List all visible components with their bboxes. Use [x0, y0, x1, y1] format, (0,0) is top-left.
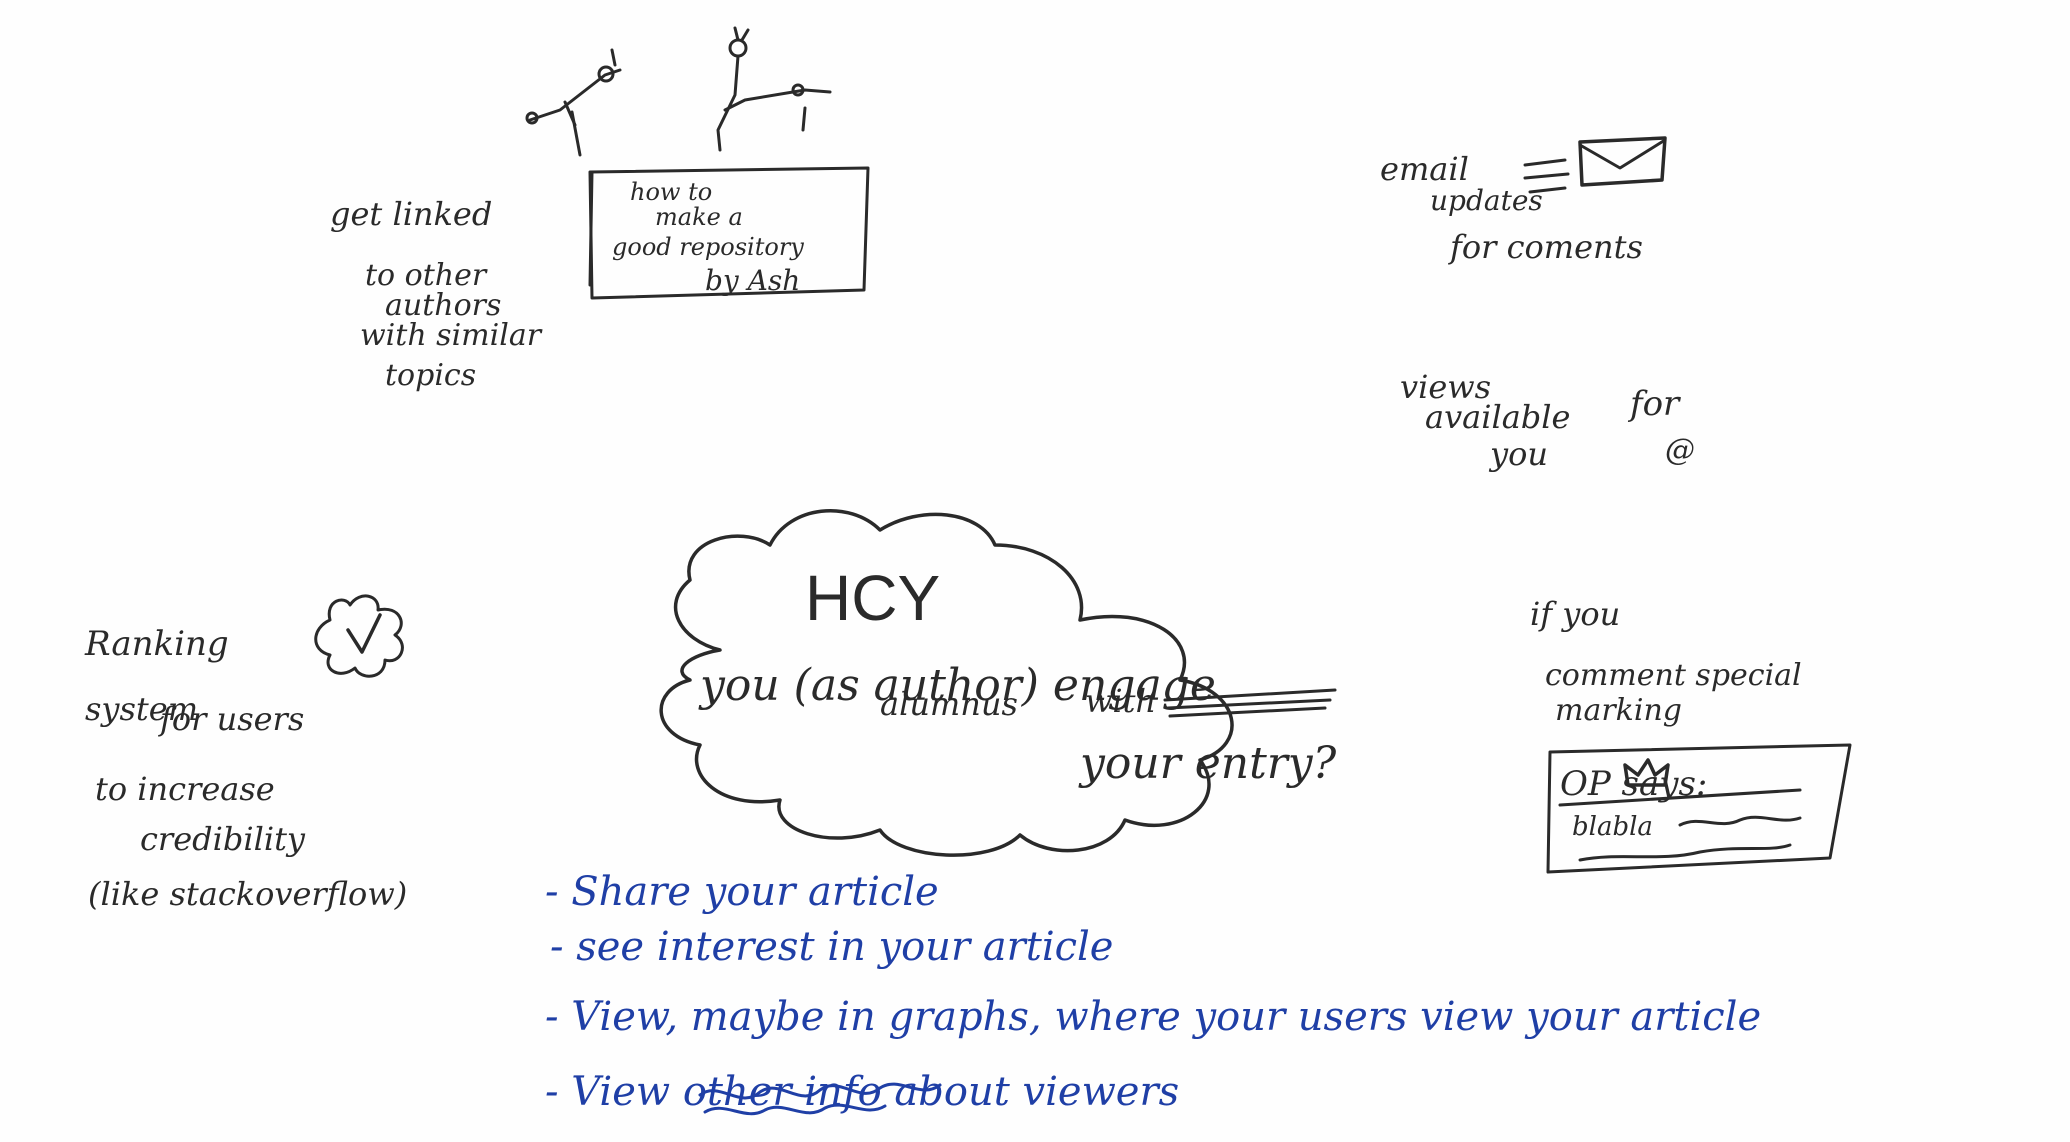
- linked-text-line-1: get linked: [330, 195, 492, 233]
- feature-bullet-list: - Share your article - see interest in y…: [545, 869, 1761, 1116]
- cloud-question-line-2: your entry?: [1078, 738, 1337, 789]
- ranking-text-line-1: Ranking: [84, 624, 229, 664]
- views-text-line-4: you: [1488, 435, 1548, 473]
- email-text-line-1: email: [1380, 150, 1469, 188]
- crossed-out-scribble: [698, 1082, 942, 1116]
- speed-lines: [1523, 158, 1570, 194]
- verified-badge-icon: [314, 594, 404, 678]
- ranking-text-line-4: to increase: [95, 770, 275, 808]
- ranking-text-line-2: system: [85, 690, 198, 728]
- op-marking-group: if you comment special marking OP says: …: [1530, 595, 1852, 874]
- email-text-line-3: for coments: [1448, 228, 1643, 266]
- cloud-with: with: [1085, 682, 1156, 720]
- article-card-line-3: good repository: [612, 233, 804, 261]
- ranking-text-line-5: credibility: [140, 820, 306, 858]
- article-card: how to make a good repository by Ash: [588, 166, 870, 300]
- email-updates-group: email updates for coments: [1380, 136, 1667, 266]
- cloud-outline: [659, 509, 1234, 857]
- bullet-3: - View, maybe in graphs, where your user…: [545, 994, 1761, 1040]
- linked-text-line-4: with similar: [360, 318, 543, 353]
- linked-authors-group: how to make a good repository by Ash get…: [330, 26, 870, 393]
- bullet-1: - Share your article: [545, 869, 939, 915]
- central-cloud: HCY you (as author) engage alumnus with …: [659, 509, 1337, 857]
- article-card-line-4: by Ash: [705, 264, 800, 297]
- comment-body: blabla: [1572, 812, 1653, 842]
- views-at-icon: @: [1665, 433, 1695, 468]
- crossed-out-text: [1163, 688, 1337, 718]
- bullet-2: - see interest in your article: [550, 924, 1113, 970]
- views-available-group: views available for you @: [1400, 368, 1695, 473]
- op-text-line-3: marking: [1555, 693, 1682, 728]
- views-text-line-2: available: [1425, 398, 1570, 436]
- linked-text-line-3: authors: [385, 288, 501, 323]
- cloud-title: HCY: [805, 562, 940, 634]
- cloud-question-line-1: you (as author) engage: [698, 660, 1216, 711]
- crown-icon: [1623, 758, 1670, 787]
- op-text-line-2: comment special: [1545, 658, 1802, 693]
- linked-text-line-5: topics: [385, 358, 476, 393]
- comment-card: OP says: blabla: [1546, 743, 1852, 874]
- article-card-line-1: how to: [630, 178, 712, 206]
- cloud-alumnus: alumnus: [880, 685, 1018, 723]
- email-text-line-2: updates: [1430, 184, 1543, 217]
- article-card-line-2: make a: [655, 203, 743, 231]
- network-graph-icon: [525, 26, 832, 157]
- linked-text-line-2: to other: [365, 258, 488, 293]
- views-text-line-3: for: [1627, 384, 1681, 424]
- ranking-text-line-3: for users: [158, 700, 304, 738]
- envelope-icon: [1578, 136, 1667, 187]
- ranking-system-group: Ranking system for users to increase cre…: [84, 594, 407, 913]
- op-text-line-1: if you: [1530, 595, 1620, 633]
- views-text-line-1: views: [1400, 368, 1491, 406]
- bullet-4: - View other info about viewers: [545, 1069, 1179, 1115]
- ranking-text-line-6: (like stackoverflow): [88, 875, 407, 913]
